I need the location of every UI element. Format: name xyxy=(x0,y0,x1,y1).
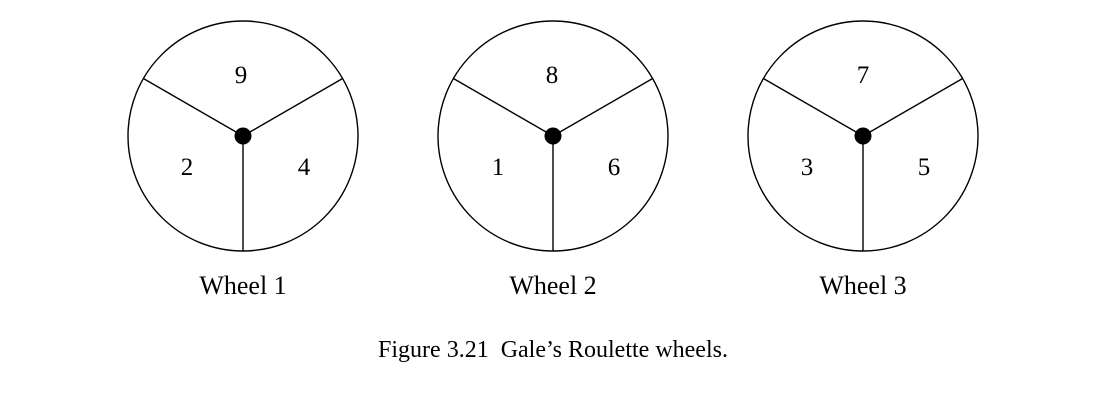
wheel-2-spoke-left xyxy=(453,77,554,137)
wheel-2-spoke-right xyxy=(552,77,653,137)
figure-caption: Figure 3.21 Gale’s Roulette wheels. xyxy=(378,337,728,363)
wheel-1-spoke-left xyxy=(143,77,244,137)
wheel-1: 9 2 4 xyxy=(127,20,359,252)
wheel-1-hub xyxy=(234,127,252,145)
wheel-2: 8 1 6 xyxy=(437,20,669,252)
wheel-3-spoke-right xyxy=(862,77,963,137)
wheel-1-number-left: 2 xyxy=(181,154,194,181)
wheel-1-number-top: 9 xyxy=(235,62,248,89)
wheel-2-hub xyxy=(544,127,562,145)
wheel-2-label: Wheel 2 xyxy=(509,271,596,300)
wheel-1-label: Wheel 1 xyxy=(199,271,286,300)
wheel-1-spoke-right xyxy=(242,77,343,137)
wheel-2-number-top: 8 xyxy=(546,62,559,89)
wheel-3-number-left: 3 xyxy=(801,154,814,181)
wheel-2-number-right: 6 xyxy=(608,154,621,181)
wheel-3-label: Wheel 3 xyxy=(819,271,906,300)
wheel-2-number-left: 1 xyxy=(492,154,505,181)
wheel-3-spoke-left xyxy=(763,77,864,137)
wheel-3: 7 3 5 xyxy=(747,20,979,252)
wheel-3-hub xyxy=(854,127,872,145)
wheel-3-number-top: 7 xyxy=(857,62,870,89)
wheel-3-number-right: 5 xyxy=(918,154,931,181)
wheel-1-number-right: 4 xyxy=(298,154,311,181)
